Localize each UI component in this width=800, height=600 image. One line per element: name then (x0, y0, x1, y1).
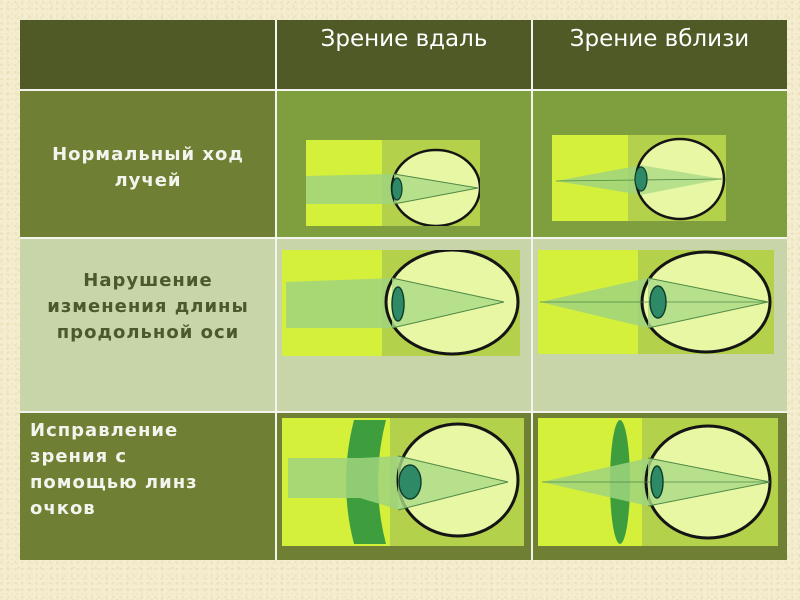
row3-label-line: зрения с (30, 446, 128, 467)
row1-label-line: лучей (114, 170, 182, 191)
row3-label: Исправление зрения с помощью линз очков (30, 418, 270, 522)
grid-line (275, 20, 277, 560)
row2-label-line: продольной оси (56, 322, 240, 343)
row2-near-cell (532, 238, 787, 412)
header-far-vision-cell: Зрение вдаль (276, 20, 532, 90)
grid-line (531, 20, 533, 560)
myopia-near-vision-diagram (538, 250, 774, 354)
normal-far-vision-diagram (306, 140, 480, 226)
vision-comparison-table: Зрение вдаль Зрение вблизи Нормальный хо… (20, 20, 787, 560)
row3-label-line: помощью линз (30, 472, 198, 493)
grid-line (20, 411, 787, 413)
row3-far-cell (276, 412, 532, 560)
row1-label-line: Нормальный ход (52, 144, 244, 165)
grid-line (20, 89, 787, 91)
row2-label-line: изменения длины (47, 296, 249, 317)
grid-line (20, 237, 787, 239)
corrected-far-vision-diagram (282, 418, 524, 546)
row2-far-cell (276, 238, 532, 412)
row1-near-cell (532, 90, 787, 238)
header-far-vision: Зрение вдаль (320, 26, 488, 52)
corrected-near-vision-diagram (538, 418, 778, 546)
row3-label-line: Исправление (30, 420, 179, 441)
row3-near-cell (532, 412, 787, 560)
row3-label-cell: Исправление зрения с помощью линз очков (20, 412, 276, 560)
row1-far-cell (276, 90, 532, 238)
normal-near-vision-diagram (552, 135, 726, 221)
header-near-vision-cell: Зрение вблизи (532, 20, 787, 90)
row1-label: Нормальный ход лучей (20, 142, 276, 194)
row3-label-line: очков (30, 498, 96, 519)
myopia-far-vision-diagram (282, 250, 520, 356)
row2-label-cell: Нарушение изменения длины продольной оси (20, 238, 276, 412)
row2-label-line: Нарушение (83, 270, 213, 291)
header-near-vision: Зрение вблизи (569, 26, 750, 52)
row1-label-cell: Нормальный ход лучей (20, 90, 276, 238)
row2-label: Нарушение изменения длины продольной оси (20, 268, 276, 346)
header-corner-cell (20, 20, 276, 90)
